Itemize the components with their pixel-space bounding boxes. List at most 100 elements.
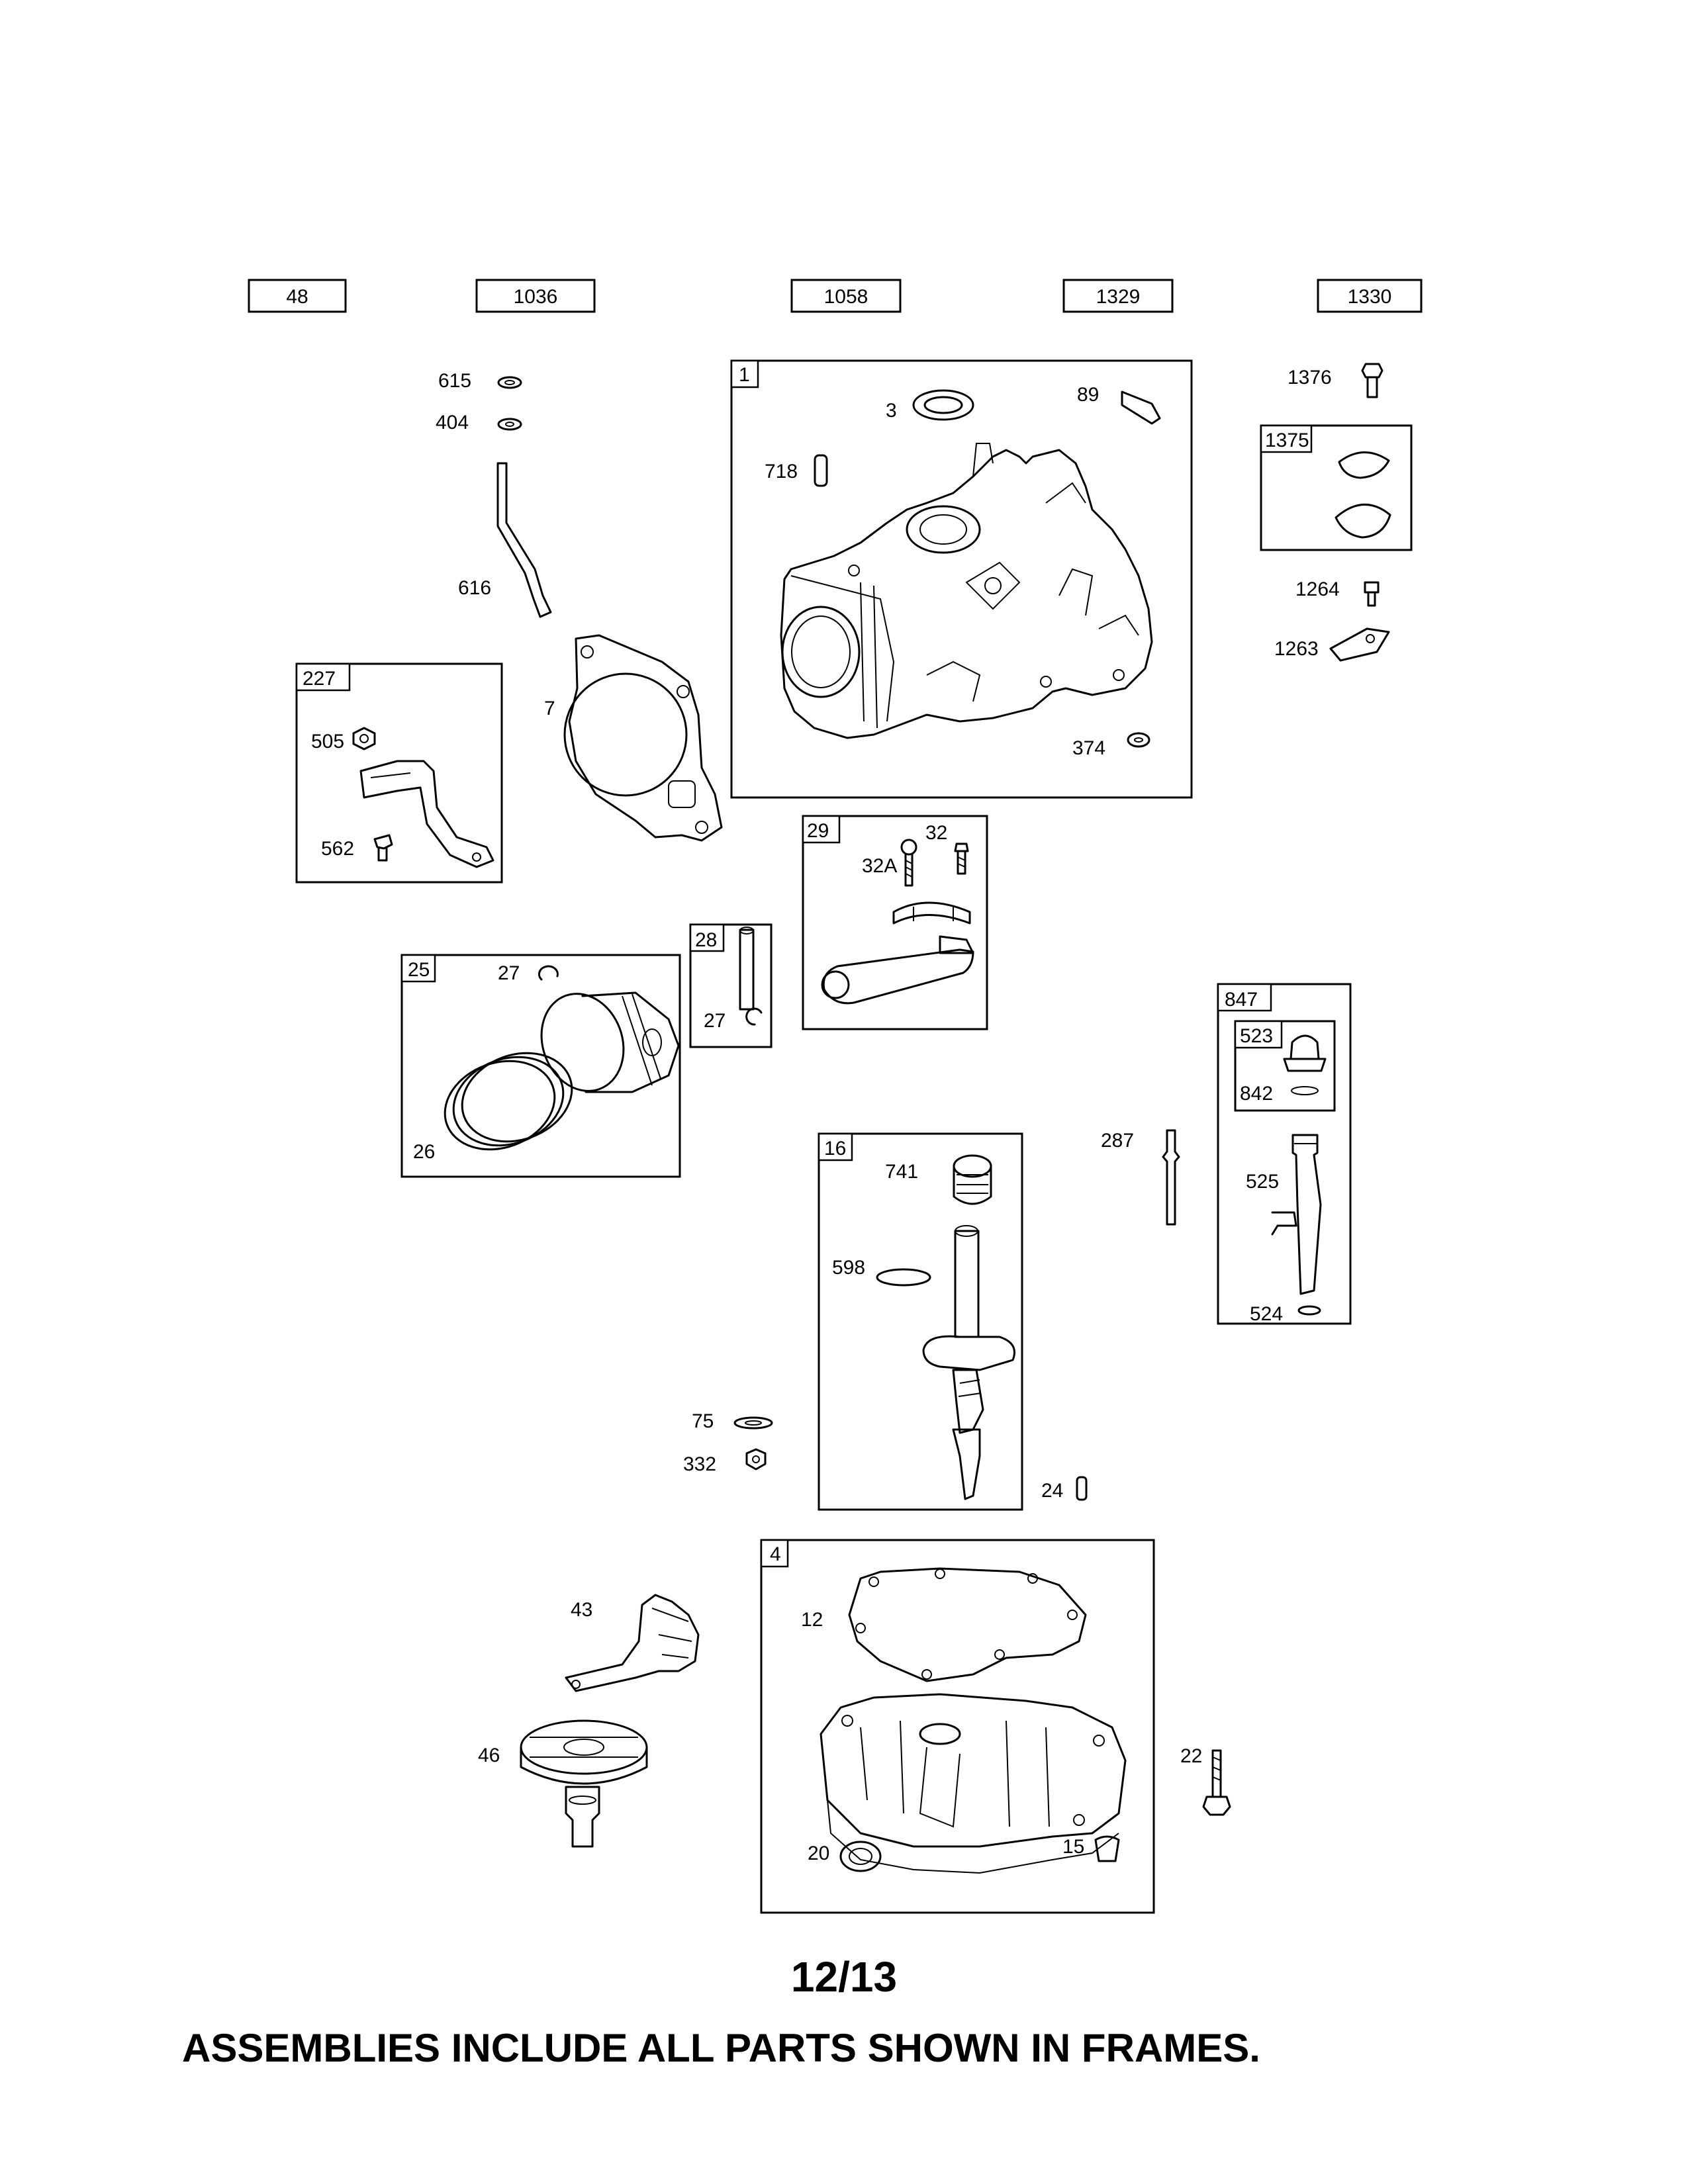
svg-text:1376: 1376 [1288, 367, 1332, 388]
crankcase-sump-drawing [820, 1693, 1127, 1874]
svg-text:525: 525 [1246, 1171, 1279, 1193]
cylinder-block-drawing [780, 443, 1153, 739]
svg-text:7: 7 [544, 698, 555, 719]
part-24-dowel-pin: 24 [1041, 1476, 1088, 1502]
connecting-rod-drawing [821, 901, 974, 1005]
svg-text:524: 524 [1250, 1303, 1283, 1325]
svg-text:75: 75 [692, 1410, 714, 1432]
svg-text:48: 48 [286, 286, 308, 308]
part-562-bolt: 562 [321, 834, 393, 862]
svg-text:20: 20 [808, 1843, 829, 1864]
svg-text:1375: 1375 [1265, 430, 1309, 451]
svg-text:287: 287 [1101, 1130, 1134, 1152]
svg-text:27: 27 [498, 962, 520, 984]
svg-text:523: 523 [1240, 1025, 1273, 1047]
svg-text:598: 598 [832, 1257, 865, 1279]
svg-text:227: 227 [303, 668, 336, 690]
svg-text:24: 24 [1041, 1480, 1063, 1502]
svg-text:28: 28 [695, 929, 717, 951]
part-27-piston-retainer: 27 [498, 962, 559, 984]
footer-note: ASSEMBLIES INCLUDE ALL PARTS SHOWN IN FR… [182, 2026, 1260, 2070]
part-374-washer: 374 [1072, 732, 1150, 759]
svg-text:332: 332 [683, 1453, 716, 1475]
svg-text:4: 4 [770, 1543, 781, 1565]
reference-part-1330: 1330 [1317, 279, 1423, 313]
frame-523-dipstick-assembly: 523 [1234, 1020, 1336, 1112]
svg-text:25: 25 [408, 959, 430, 981]
part-524-o-ring: 524 [1250, 1303, 1321, 1325]
svg-text:3: 3 [886, 400, 897, 422]
reference-part-1036: 1036 [475, 279, 596, 313]
frame-227-governor-lever-assembly: 227 [295, 662, 503, 884]
part-7-cylinder-head-gasket: 7 [544, 634, 723, 842]
svg-text:12: 12 [801, 1609, 823, 1631]
svg-text:615: 615 [438, 370, 471, 392]
svg-text:15: 15 [1062, 1836, 1084, 1858]
crankshaft-drawing [922, 1225, 1015, 1500]
part-332-nut: 332 [683, 1448, 767, 1475]
part-3-oil-seal: 3 [886, 389, 974, 422]
svg-text:1330: 1330 [1348, 286, 1392, 308]
part-43-governor-assembly: 43 [565, 1594, 700, 1692]
svg-text:27: 27 [704, 1010, 726, 1032]
part-1376-bolt: 1376 [1288, 363, 1383, 398]
part-75-washer: 75 [692, 1410, 773, 1432]
part-842-o-ring: 842 [1240, 1083, 1273, 1105]
svg-text:1058: 1058 [824, 286, 868, 308]
frame-29-connecting-rod-assembly: 29 [802, 815, 988, 1030]
piston-drawing [540, 991, 680, 1093]
frame-25-piston-assembly: 25 [400, 954, 681, 1178]
frame-847-dipstick-tube-assembly: 847 [1217, 983, 1352, 1325]
svg-text:89: 89 [1077, 384, 1099, 406]
frame-4-crankcase-cover-assembly: 4 [760, 1539, 1155, 1914]
svg-text:404: 404 [436, 412, 469, 433]
svg-text:1264: 1264 [1295, 578, 1340, 600]
svg-text:374: 374 [1072, 737, 1105, 759]
svg-text:46: 46 [478, 1745, 500, 1766]
frame-1375-breather-cover-assembly: 1375 [1260, 424, 1413, 551]
reference-part-48: 48 [248, 279, 347, 313]
svg-text:718: 718 [765, 461, 798, 482]
part-1264-screw: 1264 [1295, 578, 1380, 607]
svg-text:22: 22 [1180, 1745, 1202, 1767]
part-27-retaining-ring: 27 [704, 1007, 763, 1032]
svg-text:1036: 1036 [514, 286, 558, 308]
reference-part-1058: 1058 [790, 279, 902, 313]
svg-text:505: 505 [311, 731, 344, 752]
part-22-bolt: 22 [1180, 1745, 1231, 1816]
svg-text:1329: 1329 [1096, 286, 1141, 308]
frame-1-cylinder-block-assembly: 1 [730, 359, 1193, 799]
part-616-governor-link: 616 [458, 462, 552, 618]
part-525-dipstick-tube: 525 [1246, 1134, 1322, 1295]
part-26-piston-rings: 26 [413, 1052, 573, 1163]
part-89-plug: 89 [1077, 384, 1161, 425]
part-20-oil-seal: 20 [808, 1841, 882, 1872]
svg-text:842: 842 [1240, 1083, 1273, 1105]
svg-text:32: 32 [925, 822, 947, 844]
svg-text:741: 741 [885, 1161, 918, 1183]
svg-text:616: 616 [458, 577, 491, 599]
svg-text:562: 562 [321, 838, 354, 860]
svg-text:26: 26 [413, 1141, 435, 1163]
svg-text:32A: 32A [862, 855, 897, 877]
part-12-gasket: 12 [801, 1567, 1087, 1682]
part-718-dowel-pin: 718 [765, 454, 828, 487]
part-404-washer: 404 [436, 412, 522, 433]
frame-28-piston-pin-assembly: 28 [689, 923, 773, 1048]
svg-text:16: 16 [824, 1138, 846, 1160]
part-32A-bolt: 32A [862, 839, 917, 887]
part-32-bolt: 32 [925, 822, 969, 875]
part-505-nut: 505 [311, 727, 376, 752]
svg-text:1: 1 [739, 364, 750, 386]
part-615-washer: 615 [438, 370, 522, 392]
svg-text:1263: 1263 [1274, 638, 1319, 660]
part-598-key-ring: 598 [832, 1257, 931, 1287]
reference-part-1329: 1329 [1062, 279, 1174, 313]
part-15-plug: 15 [1062, 1835, 1120, 1862]
part-287-stud: 287 [1101, 1129, 1180, 1226]
part-741-timing-gear: 741 [885, 1154, 992, 1205]
frame-16-crankshaft-assembly: 16 [818, 1132, 1023, 1511]
svg-text:43: 43 [571, 1599, 592, 1621]
page-number: 12/13 [790, 1953, 898, 2001]
